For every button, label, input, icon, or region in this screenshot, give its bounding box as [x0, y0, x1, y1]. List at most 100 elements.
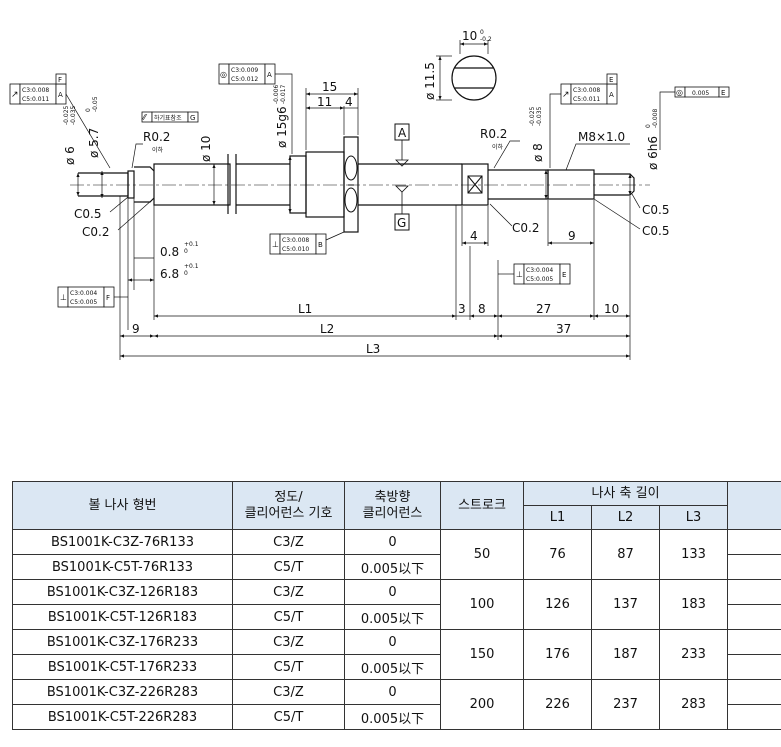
- svg-text:0.005: 0.005: [692, 90, 709, 97]
- svg-text:◎: ◎: [220, 70, 227, 79]
- cell-axial: 0: [344, 629, 441, 655]
- dim-phi15g6: ø 15g6: [275, 106, 289, 148]
- tolerance-frame-5: ↗ C3:0.008 C5:0.011 A E: [549, 73, 618, 168]
- cell-axial: 0: [344, 579, 441, 605]
- dim-68-tol: +0.1: [184, 263, 199, 270]
- dim-r02-left-sub: 이하: [152, 146, 164, 154]
- cell-grade: C5/T: [232, 604, 345, 630]
- dim-phi8-tol: -0.025: [529, 106, 536, 126]
- cell-extra: [727, 654, 781, 680]
- svg-text:C5:0.011: C5:0.011: [22, 96, 49, 103]
- dim-l1: L1: [298, 302, 312, 316]
- dim-3: 3: [458, 302, 466, 316]
- tolerance-frame-7: ⊥ C3:0.004 C5:0.005 E: [498, 263, 571, 285]
- leader-r02-left: [131, 143, 143, 169]
- dim-r02-left: R0.2: [143, 130, 170, 144]
- cell-l3: 183: [658, 579, 729, 630]
- dim-m8: M8×1.0: [578, 130, 625, 144]
- cell-extra: [727, 529, 781, 555]
- cell-model: BS1001K-C5T-126R183: [12, 604, 233, 630]
- cell-stroke: 200: [440, 679, 524, 730]
- bearing-symbol: [467, 175, 483, 194]
- dim-08-tol: +0.1: [184, 241, 199, 248]
- dim-phi15g6-tol: -0.017: [280, 84, 287, 104]
- cell-grade: C3/Z: [232, 529, 345, 555]
- cell-model: BS1001K-C3Z-76R133: [12, 529, 233, 555]
- cell-model: BS1001K-C5T-226R283: [12, 704, 233, 730]
- dim-r02-right: R0.2: [480, 127, 507, 141]
- cell-grade: C3/Z: [232, 629, 345, 655]
- table-row: BS1001K-C3Z-176R233 C3/Z 0 150 176 187 2…: [12, 629, 781, 680]
- svg-text:A: A: [398, 126, 407, 140]
- dim-4-mid: 4: [470, 229, 478, 243]
- dim-9-right: 9: [568, 229, 576, 243]
- tolerance-frame-3: ⁄⁄ 하기표참조 G: [141, 111, 199, 123]
- cell-model: BS1001K-C5T-76R133: [12, 554, 233, 580]
- svg-text:⊥: ⊥: [272, 240, 279, 249]
- header-l3: L3: [658, 505, 729, 530]
- cell-axial: 0.005以下: [344, 704, 441, 730]
- dim-c02-left: C0.2: [82, 225, 109, 239]
- cell-l2: 237: [591, 679, 660, 730]
- svg-text:C3:0.004: C3:0.004: [526, 267, 553, 274]
- svg-text:C5:0.011: C5:0.011: [573, 96, 600, 103]
- svg-text:↗: ↗: [11, 90, 19, 100]
- dim-phi57-tol: -0.05: [92, 96, 99, 112]
- dim-phi6-tol: -0.025: [63, 105, 70, 125]
- svg-text:F: F: [106, 294, 110, 302]
- svg-text:C5:0.005: C5:0.005: [526, 276, 553, 283]
- header-l1: L1: [523, 505, 592, 530]
- cell-extra: [727, 604, 781, 630]
- dim-phi6: ø 6: [63, 146, 77, 165]
- dim-10: 10: [604, 302, 619, 316]
- svg-text:◎: ◎: [676, 88, 683, 97]
- cell-grade: C5/T: [232, 554, 345, 580]
- dim-head-width-tol: 0: [480, 29, 484, 36]
- cell-model: BS1001K-C3Z-176R233: [12, 629, 233, 655]
- cell-stroke: 100: [440, 579, 524, 630]
- spec-table-wrapper: 볼 나사 형번 정도/ 클리어런스 기호 축방향 클리어런스 스트로크 나사 축…: [12, 481, 781, 743]
- leader-c05-right-2: [593, 198, 641, 230]
- shaft-outline: [78, 136, 635, 233]
- table-row: BS1001K-C3Z-76R133 C3/Z 0 50 76 87 133: [12, 529, 781, 580]
- svg-text:A: A: [58, 91, 63, 99]
- dim-phi15g6-tol: -0.006: [273, 84, 280, 104]
- cell-extra: [727, 679, 781, 705]
- dim-c05-left: C0.5: [74, 207, 101, 221]
- tolerance-frame-6: ◎ 0.005 E: [659, 86, 730, 150]
- svg-text:F: F: [58, 76, 62, 84]
- leader-c02-right: [489, 203, 513, 227]
- leader-c05-left: [109, 196, 129, 213]
- cell-axial: 0: [344, 679, 441, 705]
- svg-text:E: E: [562, 271, 566, 279]
- svg-text:C3:0.008: C3:0.008: [573, 87, 600, 94]
- dim-phi8-tol: -0.035: [536, 106, 543, 126]
- dim-8: 8: [478, 302, 486, 316]
- cell-axial: 0.005以下: [344, 554, 441, 580]
- svg-text:C3:0.008: C3:0.008: [282, 237, 309, 244]
- dim-68-tol: 0: [184, 270, 188, 277]
- tolerance-frame-4: ⊥ C3:0.008 C5:0.010 B: [269, 231, 345, 255]
- cell-l2: 87: [591, 529, 660, 580]
- table-row: BS1001K-C3Z-226R283 C3/Z 0 200 226 237 2…: [12, 679, 781, 730]
- header-grade: 정도/ 클리어런스 기호: [232, 481, 345, 530]
- svg-text:⊥: ⊥: [516, 270, 523, 279]
- svg-text:G: G: [190, 114, 195, 122]
- diameter-lines: [76, 156, 632, 213]
- header-l2: L2: [591, 505, 660, 530]
- dim-l2: L2: [320, 322, 334, 336]
- leader-r02-right: [493, 140, 520, 169]
- cell-l1: 226: [523, 679, 592, 730]
- cell-extra: [727, 554, 781, 580]
- dim-27: 27: [536, 302, 551, 316]
- dim-9-left: 9: [132, 322, 140, 336]
- dim-phi6h6-tol: -0.008: [652, 108, 659, 128]
- dim-head-diameter: ø 11.5: [423, 62, 437, 100]
- dim-head-width-tol: -0.2: [480, 36, 492, 43]
- svg-text:B: B: [318, 241, 323, 249]
- cell-axial: 0.005以下: [344, 604, 441, 630]
- cell-l2: 137: [591, 579, 660, 630]
- table-row: BS1001K-C5T-226R283 C5/T 0.005以下: [12, 704, 781, 730]
- leader-c02-left: [117, 199, 153, 231]
- dim-l3: L3: [366, 342, 380, 356]
